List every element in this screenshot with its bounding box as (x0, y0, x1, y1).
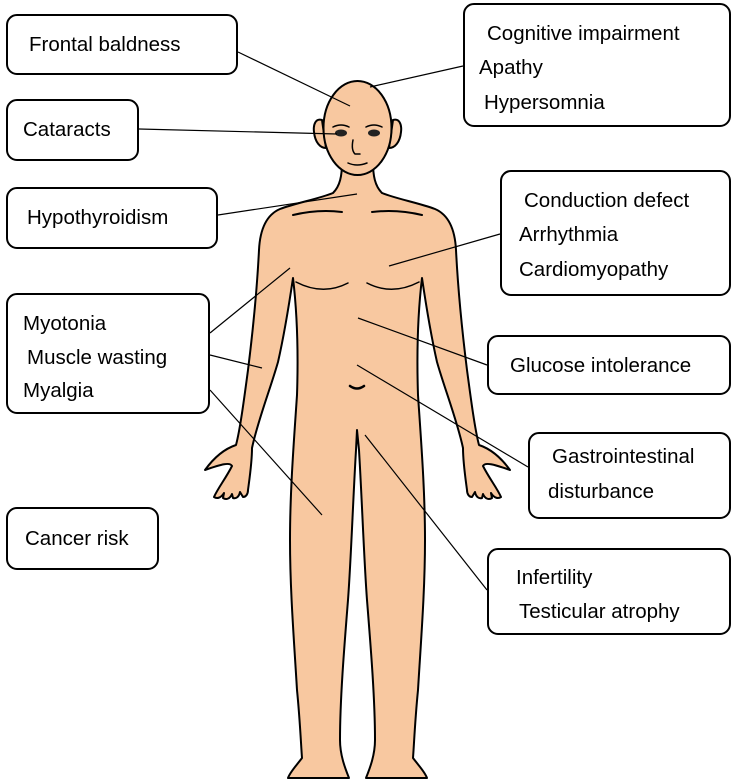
glucose-intolerance-label: Glucose intolerance (510, 354, 691, 378)
left-eye (335, 130, 347, 137)
hypersomnia-label: Hypersomnia (484, 91, 605, 115)
myalgia-label: Myalgia (23, 379, 94, 403)
body-silhouette (205, 162, 510, 778)
connector-frontal-baldness (238, 52, 350, 106)
apathy-label: Apathy (479, 56, 543, 80)
cancer-risk-label: Cancer risk (25, 527, 129, 551)
infertility-label: Infertility (516, 566, 592, 590)
myotonia-label: Myotonia (23, 312, 106, 336)
glucose-box: Glucose intolerance (487, 335, 731, 395)
disturbance-label: disturbance (548, 480, 654, 504)
cataracts-box: Cataracts (6, 99, 139, 161)
reproductive-box: Infertility Testicular atrophy (487, 548, 731, 635)
testicular-atrophy-label: Testicular atrophy (519, 600, 680, 624)
arrhythmia-label: Arrhythmia (519, 223, 618, 247)
muscle-wasting-label: Muscle wasting (27, 346, 167, 370)
gastrointestinal-label: Gastrointestinal (552, 445, 694, 469)
cardiac-box: Conduction defect Arrhythmia Cardiomyopa… (500, 170, 731, 296)
hypothyroidism-label: Hypothyroidism (27, 206, 168, 230)
connector-cognitive (370, 66, 463, 87)
cardiomyopathy-label: Cardiomyopathy (519, 258, 668, 282)
frontal-baldness-box: Frontal baldness (6, 14, 238, 75)
gastrointestinal-box: Gastrointestinal disturbance (528, 432, 731, 519)
muscle-box: Myotonia Muscle wasting Myalgia (6, 293, 210, 414)
right-eye (368, 130, 380, 137)
frontal-baldness-label: Frontal baldness (29, 33, 181, 57)
cognitive-impairment-label: Cognitive impairment (487, 22, 680, 46)
hypothyroidism-box: Hypothyroidism (6, 187, 218, 249)
cancer-risk-box: Cancer risk (6, 507, 159, 570)
cataracts-label: Cataracts (23, 118, 111, 142)
conduction-defect-label: Conduction defect (524, 189, 689, 213)
cognitive-box: Cognitive impairment Apathy Hypersomnia (463, 3, 731, 127)
connector-cataracts (139, 129, 337, 134)
head (324, 81, 392, 175)
